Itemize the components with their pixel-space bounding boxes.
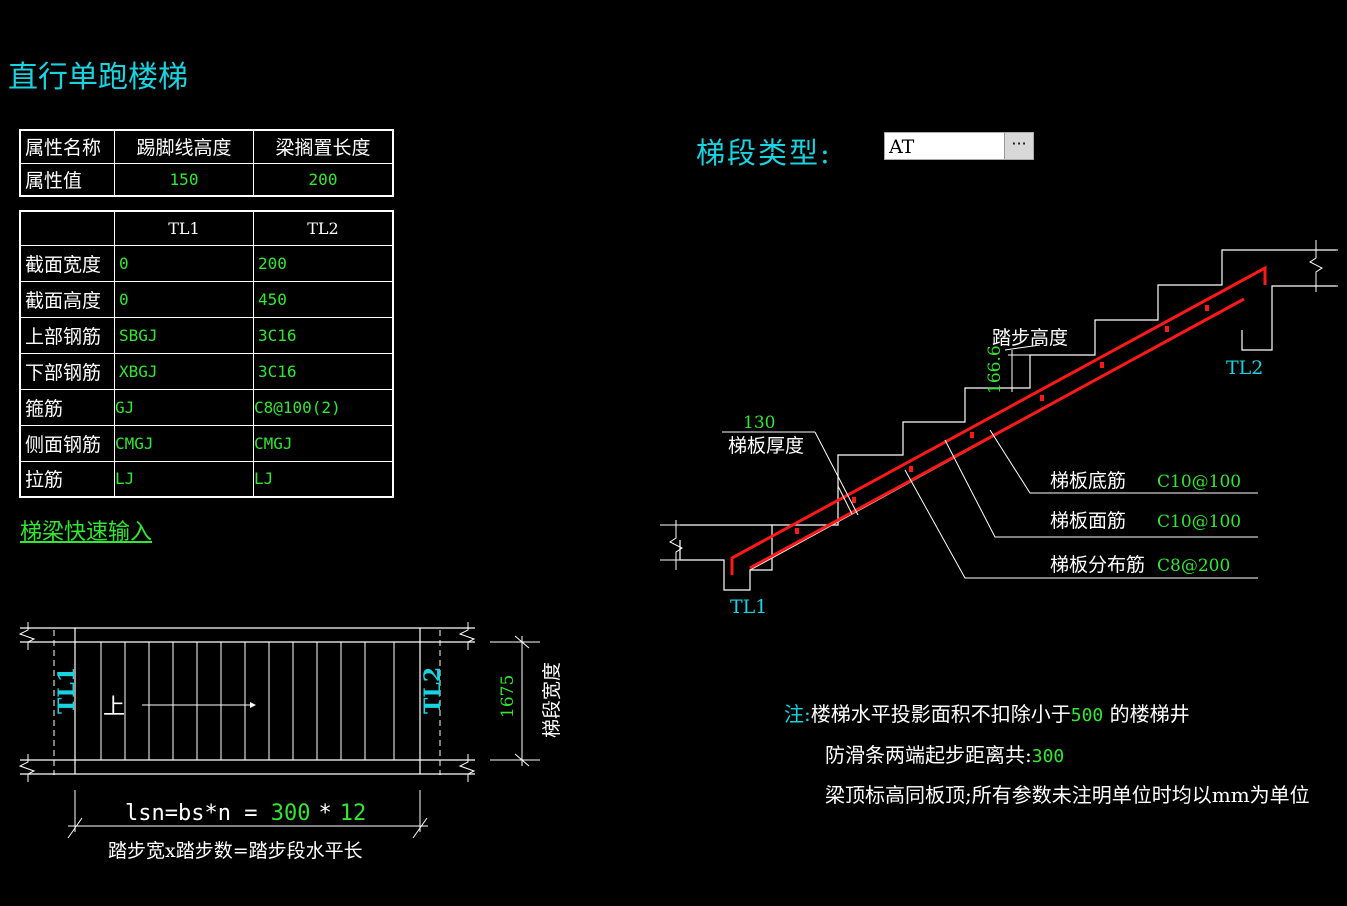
page-title: 直行单跑楼梯 (8, 60, 188, 95)
tl1-stirrup[interactable]: GJ (114, 388, 254, 426)
beam-quick-input-link[interactable]: 梯梁快速输入 (20, 520, 153, 545)
dist-bar-5 (1040, 395, 1044, 401)
callout-bottom-rebar-label: 梯板底筋 (1050, 470, 1126, 492)
plan-break-right-bottom (458, 754, 476, 782)
note-line2-value: 300 (1031, 746, 1065, 767)
tl2-stirrup[interactable]: C8@100(2) (253, 388, 394, 426)
attribute-table: 属性名称 踢脚线高度 梁搁置长度 属性值 150 200 (19, 129, 394, 197)
formula-tread-width: 300 (271, 801, 311, 826)
dist-bar-4 (970, 432, 974, 438)
formula-caption: 踏步宽x踏步数=踏步段水平长 (108, 840, 363, 862)
note-prefix: 注: (784, 702, 811, 726)
tl1-bottom-rebar[interactable]: XBGJ (114, 352, 254, 390)
beam-table-corner (19, 210, 115, 246)
segment-type-label: 梯段类型: (696, 136, 832, 170)
row-label-top-rebar: 上部钢筋 (19, 316, 115, 354)
stair-landing-outline (1241, 285, 1336, 351)
note-line-3: 梁顶标高同板顶;所有参数未注明单位时均以mm为单位 (825, 783, 1310, 807)
tl2-top-rebar[interactable]: 3C16 (253, 316, 394, 354)
step-height-label: 踏步高度 (992, 327, 1068, 349)
bottom-rebar (749, 297, 1245, 570)
slab-thickness-leader (814, 431, 859, 516)
plan-tl2-label: TL2 (420, 667, 446, 714)
row-label-tie-bar: 拉筋 (19, 460, 115, 498)
row-label-stirrup: 箍筋 (19, 388, 115, 426)
plan-treads (100, 642, 395, 760)
beam-table: TL1 TL2 截面宽度 0 200 截面高度 0 450 上部钢筋 SBGJ … (19, 210, 394, 498)
row-label-section-width: 截面宽度 (19, 244, 115, 282)
tl2-column-header: TL2 (253, 210, 394, 246)
top-rebar-leader (944, 439, 1258, 538)
section-tl1-label: TL1 (730, 596, 767, 618)
tl2-bottom-rebar[interactable]: 3C16 (253, 352, 394, 390)
segment-type-value: AT (889, 136, 915, 158)
beam-rest-length-header: 梁搁置长度 (253, 129, 394, 164)
plan-tl1-label: TL1 (54, 667, 80, 714)
length-dim-tick-left (67, 817, 83, 839)
plan-break-left-bottom (18, 754, 36, 782)
tl1-side-rebar[interactable]: CMGJ (114, 424, 254, 462)
formula-prefix: lsn=bs*n = (125, 801, 271, 826)
distribution-rebar-leader (904, 469, 1258, 579)
width-dim-tick-top (514, 635, 530, 649)
row-label-section-height: 截面高度 (19, 280, 115, 318)
note-line1-b: 的楼梯井 (1103, 702, 1190, 726)
tl2-tie-bar[interactable]: LJ (253, 460, 394, 498)
step-height-value: 166.6 (985, 345, 1005, 394)
ellipsis-icon[interactable]: ··· (1004, 133, 1033, 159)
callout-top-rebar-label: 梯板面筋 (1050, 510, 1126, 532)
stair-width-value: 1675 (498, 675, 518, 718)
up-label: 上 (103, 695, 125, 720)
tl2-section-width[interactable]: 200 (253, 244, 394, 282)
dist-bar-2 (852, 497, 856, 503)
dist-bar-8 (1205, 305, 1209, 311)
formula-text: lsn=bs*n = 300 * 12 (125, 801, 366, 826)
break-mark-left (669, 520, 683, 570)
note-line2-a: 防滑条两端起步距离共: (825, 743, 1032, 767)
dist-bar-3 (909, 466, 913, 472)
segment-type-select[interactable]: AT ··· (884, 132, 1034, 160)
note-line1-value: 500 (1070, 705, 1104, 726)
formula-step-count: 12 (340, 801, 367, 826)
width-dim-tick-bottom (514, 753, 530, 767)
dist-bar-7 (1165, 326, 1169, 332)
callout-bottom-rebar-value: C10@100 (1157, 472, 1241, 492)
note-line-2: 防滑条两端起步距离共:300 (825, 739, 1064, 768)
slab-thickness-tick (837, 485, 853, 515)
tl1-section-height[interactable]: 0 (114, 280, 254, 318)
dist-bar-6 (1100, 362, 1104, 368)
length-dim-tick-right (412, 817, 428, 839)
plan-break-left-top (18, 622, 36, 650)
formula-times: * (318, 801, 331, 826)
stair-outline (679, 249, 1336, 591)
callout-top-rebar-value: C10@100 (1157, 512, 1241, 532)
tl2-section-height[interactable]: 450 (253, 280, 394, 318)
note-line-1: 注:楼梯水平投影面积不扣除小于500 的楼梯井 (784, 698, 1190, 727)
callout-distribution-value: C8@200 (1157, 556, 1230, 576)
tl1-tie-bar[interactable]: LJ (114, 460, 254, 498)
kick-line-height-value[interactable]: 150 (114, 162, 254, 197)
bottom-rebar-leader (989, 429, 1258, 494)
plan-break-right-top (458, 622, 476, 650)
note-line1-a: 楼梯水平投影面积不扣除小于 (810, 702, 1071, 726)
break-mark-right (1309, 240, 1323, 292)
slab-thickness-value: 130 (743, 413, 775, 433)
row-label-side-rebar: 侧面钢筋 (19, 424, 115, 462)
section-tl2-label: TL2 (1226, 357, 1263, 379)
callout-distribution-label: 梯板分布筋 (1050, 554, 1145, 576)
row-label-bottom-rebar: 下部钢筋 (19, 352, 115, 390)
distribution-bars (795, 305, 1209, 534)
up-arrow-icon (250, 702, 256, 708)
beam-rest-length-value[interactable]: 200 (253, 162, 394, 197)
slab-thickness-label: 梯板厚度 (728, 435, 804, 457)
step-height-leader (1004, 344, 1041, 351)
dist-bar-1 (795, 528, 799, 534)
top-rebar (730, 265, 1267, 575)
stair-width-label: 梯段宽度 (541, 662, 563, 738)
